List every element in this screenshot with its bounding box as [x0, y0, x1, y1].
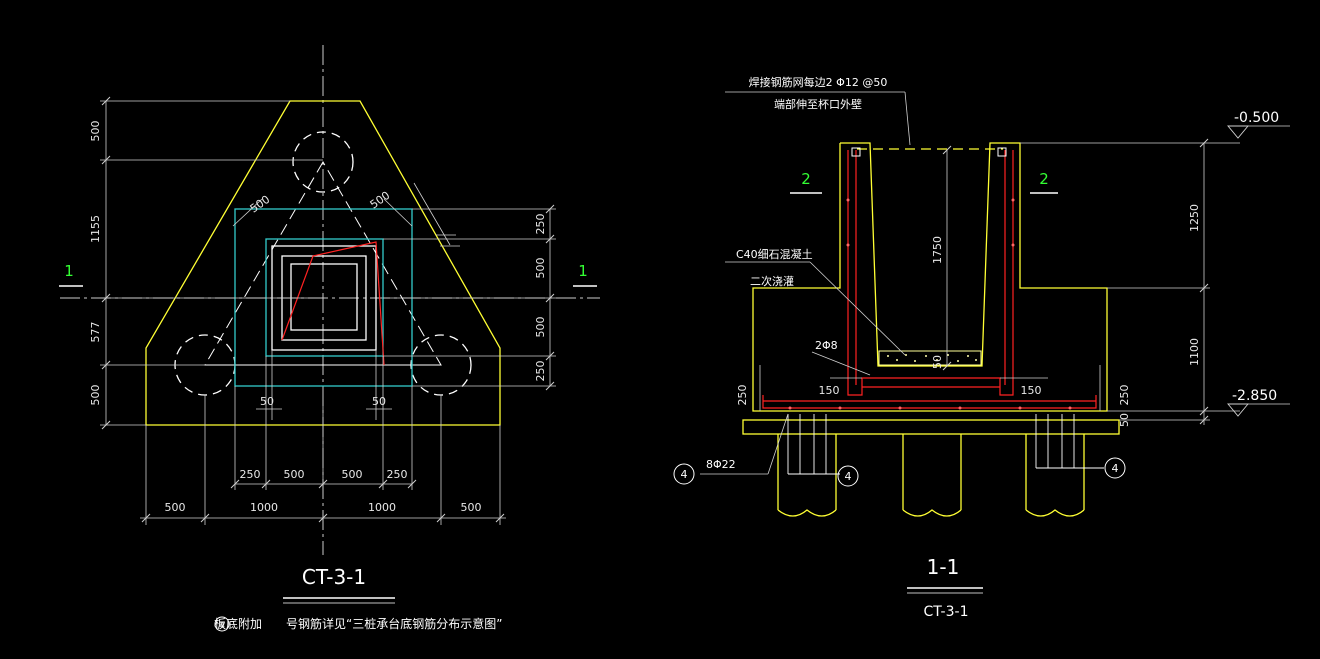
rebar-8phi22: 8Φ22 — [706, 458, 736, 471]
section-dimension-lines — [700, 91, 1290, 475]
rebar-dots — [788, 198, 1072, 410]
dim-1250: 1250 — [1188, 204, 1201, 232]
dim-150-left: 150 — [819, 384, 840, 397]
dim-row1-250-right: 250 — [387, 468, 408, 481]
pile-circle-top — [292, 131, 354, 193]
cup-inner — [290, 263, 358, 331]
rebar-2phi8: 2Φ8 — [815, 339, 838, 352]
dim-row2-500-left: 500 — [165, 501, 186, 514]
rebar-line-plan — [281, 241, 385, 366]
plan-view: 500 1155 577 500 500 500 250 500 500 250… — [59, 45, 600, 632]
callout-4-left — [673, 463, 695, 485]
concrete-fill — [878, 350, 982, 366]
section-mark-right: 1 — [578, 262, 588, 280]
section-cushion — [742, 419, 1120, 435]
section-cap-outline — [752, 142, 1108, 412]
elevation-marker-top — [1227, 125, 1249, 139]
dim-250-right: 250 — [1118, 385, 1131, 406]
note-end-extend: 端部伸至杯口外壁 — [774, 97, 862, 111]
dim-right-250-b: 250 — [534, 361, 547, 382]
dim-left-1155: 1155 — [89, 215, 102, 243]
plan-dimension-ticks — [101, 96, 555, 523]
dim-right-250-a: 250 — [534, 214, 547, 235]
section-subtitle: CT-3-1 — [924, 604, 969, 620]
section2-mark-right: 2 — [1039, 170, 1049, 188]
concrete-speckle — [887, 354, 977, 362]
pile-rebar-lines — [787, 414, 1104, 475]
section-view: 2 2 焊接钢筋网每边2 Φ12 @50 端部伸至杯口外壁 C40细石混凝土 二… — [673, 75, 1290, 620]
elevation-marker-bottom — [1227, 403, 1249, 417]
dim-row2-500-right: 500 — [461, 501, 482, 514]
note-weld-mesh: 焊接钢筋网每边2 Φ12 @50 — [749, 75, 888, 89]
elevation-bottom: -2.850 — [1232, 388, 1277, 404]
dim-diag-500-right: 500 — [368, 189, 393, 212]
dim-left-500-bot: 500 — [89, 385, 102, 406]
plan-note-circle — [214, 616, 230, 632]
dim-1750: 1750 — [931, 236, 944, 264]
section-piles — [777, 434, 1085, 517]
section-rebar — [762, 150, 1097, 409]
dim-diag-500-left: 500 — [248, 193, 273, 216]
note-secondary-pour: 二次浇灌 — [750, 274, 794, 288]
callout-4-right-label: 4 — [1112, 462, 1119, 475]
dim-left-500-top: 500 — [89, 121, 102, 142]
callout-4-mid — [837, 465, 859, 487]
dim-right-500-a: 500 — [534, 258, 547, 279]
dim-right-500-b: 500 — [534, 317, 547, 338]
section2-mark-left: 2 — [801, 170, 811, 188]
dim-mid-50-left: 50 — [260, 395, 274, 408]
plan-title: CT-3-1 — [302, 565, 366, 589]
plan-dimension-lines — [100, 100, 556, 525]
callout-4-left-label: 4 — [681, 468, 688, 481]
dim-250-left: 250 — [736, 385, 749, 406]
dim-row1-250-left: 250 — [240, 468, 261, 481]
dim-row1-500-right: 500 — [342, 468, 363, 481]
callout-4-right — [1104, 457, 1126, 479]
plan-note: 板底附加 号钢筋详见“三桩承台底钢筋分布示意图” — [214, 616, 502, 631]
dim-150-right: 150 — [1021, 384, 1042, 397]
section-title: 1-1 — [927, 555, 960, 579]
section-dimension-ticks — [942, 138, 1209, 425]
dim-1100: 1100 — [1188, 338, 1201, 366]
weld-mesh-ends — [851, 147, 1007, 157]
dim-50-centre: 50 — [931, 355, 944, 369]
dim-mid-50-right: 50 — [372, 395, 386, 408]
elevation-top: -0.500 — [1234, 110, 1279, 126]
note-c40-concrete: C40细石混凝土 — [736, 247, 813, 261]
plan-note-circle-label: 4 — [219, 621, 225, 631]
column-pedestal-outer — [234, 208, 413, 387]
column-pedestal-inner — [265, 238, 384, 357]
dim-left-577: 577 — [89, 322, 102, 343]
dim-row1-500-left: 500 — [284, 468, 305, 481]
callout-4-mid-label: 4 — [845, 470, 852, 483]
dim-row2-1000-right: 1000 — [368, 501, 396, 514]
dim-50-right: 50 — [1118, 413, 1131, 427]
section-mark-left: 1 — [64, 262, 74, 280]
dim-row2-1000-left: 1000 — [250, 501, 278, 514]
